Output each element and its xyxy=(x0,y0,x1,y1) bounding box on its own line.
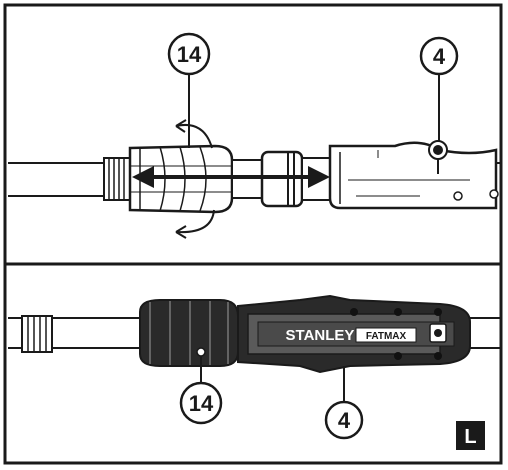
panel-label-badge: L xyxy=(456,421,485,450)
top-view: 14 4 xyxy=(8,32,500,239)
top-threaded-end xyxy=(103,157,131,201)
callout-top-button-number: 4 xyxy=(433,44,446,69)
brand-line: FATMAX xyxy=(366,331,407,342)
callout-bottom-button: 4 xyxy=(324,376,364,440)
diagram-frame xyxy=(3,3,503,465)
rotate-arrow-icon xyxy=(175,119,215,239)
callout-bottom-button-number: 4 xyxy=(338,408,351,433)
brand-line-badge: FATMAX xyxy=(355,327,417,343)
callout-top-collar-number: 14 xyxy=(177,42,202,67)
bottom-handle-body xyxy=(237,294,471,374)
double-arrow-icon xyxy=(132,166,330,188)
bottom-threaded-end xyxy=(21,315,53,353)
brand-name: STANLEY xyxy=(286,327,355,344)
callout-bottom-collar-number: 14 xyxy=(189,391,214,416)
bottom-view: STANLEY FATMAX 14 4 xyxy=(8,294,500,440)
top-release-button xyxy=(428,140,448,174)
callout-top-button: 4 xyxy=(419,36,459,141)
callout-top-collar: 14 xyxy=(167,32,211,148)
callout-bottom-collar: 14 xyxy=(179,347,223,425)
bottom-locking-collar xyxy=(139,299,239,367)
top-handle-body xyxy=(328,141,499,210)
panel-label: L xyxy=(464,426,476,448)
